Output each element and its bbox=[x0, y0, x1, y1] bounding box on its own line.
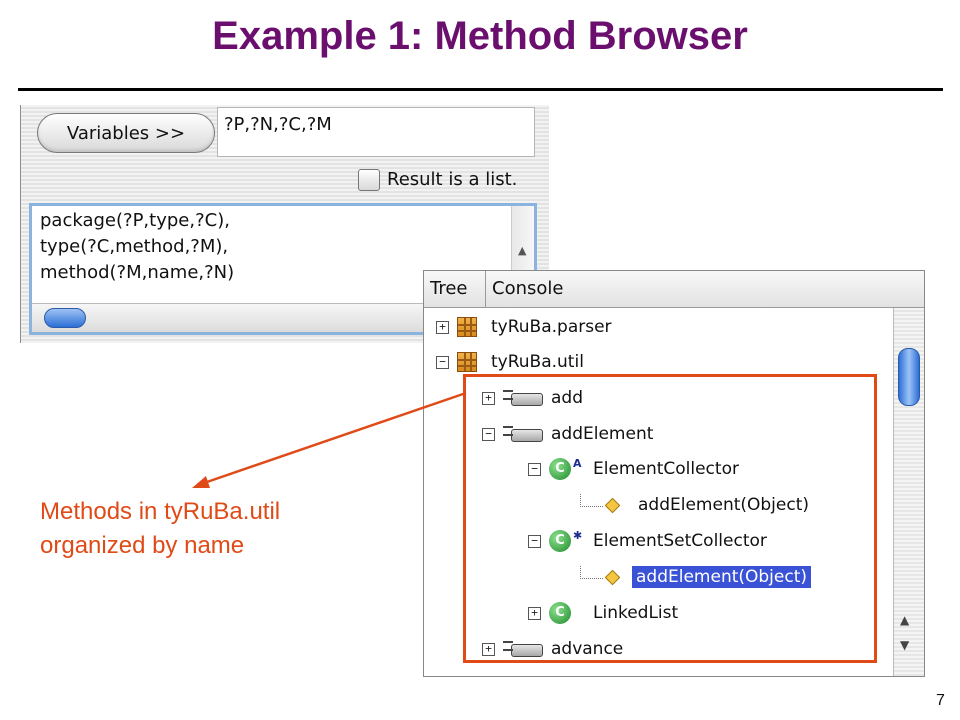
collapse-icon[interactable]: − bbox=[528, 462, 541, 476]
abstract-modifier-icon: A bbox=[573, 457, 582, 470]
tree-connector bbox=[580, 565, 603, 579]
tree-connector bbox=[580, 493, 603, 507]
tree-row-method-selected[interactable]: addElement(Object) bbox=[580, 562, 812, 592]
method-group-icon bbox=[503, 641, 543, 657]
tree-node-label: ElementCollector bbox=[593, 459, 739, 479]
variables-field[interactable]: ?P,?N,?C,?M bbox=[217, 107, 535, 157]
tree-node-label: LinkedList bbox=[593, 603, 679, 623]
scroll-up-arrow-icon[interactable]: ▲ bbox=[518, 244, 527, 257]
query-line: package(?P,type,?C), bbox=[40, 210, 230, 231]
scroll-up-arrow-icon[interactable]: ▲ bbox=[900, 613, 910, 627]
query-line: method(?M,name,?N) bbox=[40, 262, 235, 283]
title-divider bbox=[18, 88, 943, 91]
caption-line: organized by name bbox=[40, 532, 245, 559]
page-number: 7 bbox=[936, 692, 945, 709]
class-icon: C bbox=[549, 530, 571, 552]
tree-row-method[interactable]: addElement(Object) bbox=[580, 490, 809, 520]
tree-row-method-group[interactable]: + add bbox=[482, 383, 583, 413]
result-is-list-label: Result is a list. bbox=[387, 169, 518, 190]
editor-scroll-thumb[interactable] bbox=[44, 308, 86, 328]
query-line: type(?C,method,?M), bbox=[40, 236, 229, 257]
tree-node-label: ElementSetCollector bbox=[593, 531, 767, 551]
package-icon bbox=[457, 317, 477, 337]
tree-row-class[interactable]: − C A ElementCollector bbox=[528, 454, 739, 484]
tree-vertical-scrollbar[interactable]: ▲ ▼ bbox=[893, 308, 924, 676]
collapse-icon[interactable]: − bbox=[436, 355, 449, 369]
tree-node-label: tyRuBa.parser bbox=[491, 317, 612, 337]
expand-icon[interactable]: + bbox=[436, 320, 449, 334]
class-icon: C bbox=[549, 458, 571, 480]
class-icon: C bbox=[549, 602, 571, 624]
tree-row-class[interactable]: + C LinkedList bbox=[528, 598, 678, 628]
tab-tree[interactable]: Tree bbox=[424, 271, 486, 307]
tree-node-label: advance bbox=[551, 639, 624, 659]
result-is-list-checkbox[interactable] bbox=[358, 169, 380, 191]
caption: Methods in tyRuBa.util organized by name bbox=[40, 495, 280, 563]
tree-node-label-selected: addElement(Object) bbox=[632, 566, 812, 588]
tree-node-label: addElement bbox=[551, 424, 654, 444]
caption-line: Methods in tyRuBa.util bbox=[40, 498, 281, 525]
tree-node-label: addElement(Object) bbox=[638, 495, 810, 515]
static-modifier-icon: ✱ bbox=[573, 529, 583, 542]
method-group-icon bbox=[503, 390, 543, 406]
tree-row-package[interactable]: + tyRuBa.parser bbox=[436, 312, 612, 342]
tab-console[interactable]: Console bbox=[492, 278, 564, 299]
slide-title: Example 1: Method Browser bbox=[212, 14, 748, 58]
expand-icon[interactable]: + bbox=[528, 606, 541, 620]
tree-scroll-thumb[interactable] bbox=[898, 348, 920, 406]
tree-row-package[interactable]: − tyRuBa.util bbox=[436, 347, 584, 377]
tree-row-class[interactable]: − C ✱ ElementSetCollector bbox=[528, 526, 767, 556]
tree-node-label: add bbox=[551, 388, 583, 408]
method-group-icon bbox=[503, 426, 543, 442]
tree-row-method-group[interactable]: + advance bbox=[482, 634, 623, 664]
highlight-box bbox=[463, 374, 877, 663]
tree-row-method-group[interactable]: − addElement bbox=[482, 419, 653, 449]
tree-window: Tree Console + tyRuBa.parser − tyRuBa.ut… bbox=[423, 270, 925, 677]
package-icon bbox=[457, 352, 477, 372]
tab-bar: Tree Console bbox=[424, 271, 924, 308]
scroll-down-arrow-icon[interactable]: ▼ bbox=[900, 638, 910, 652]
expand-icon[interactable]: + bbox=[482, 391, 495, 405]
collapse-icon[interactable]: − bbox=[528, 534, 541, 548]
tree-node-label: tyRuBa.util bbox=[491, 352, 584, 372]
variables-button[interactable]: Variables >> bbox=[37, 113, 215, 153]
collapse-icon[interactable]: − bbox=[482, 427, 495, 441]
expand-icon[interactable]: + bbox=[482, 642, 495, 656]
